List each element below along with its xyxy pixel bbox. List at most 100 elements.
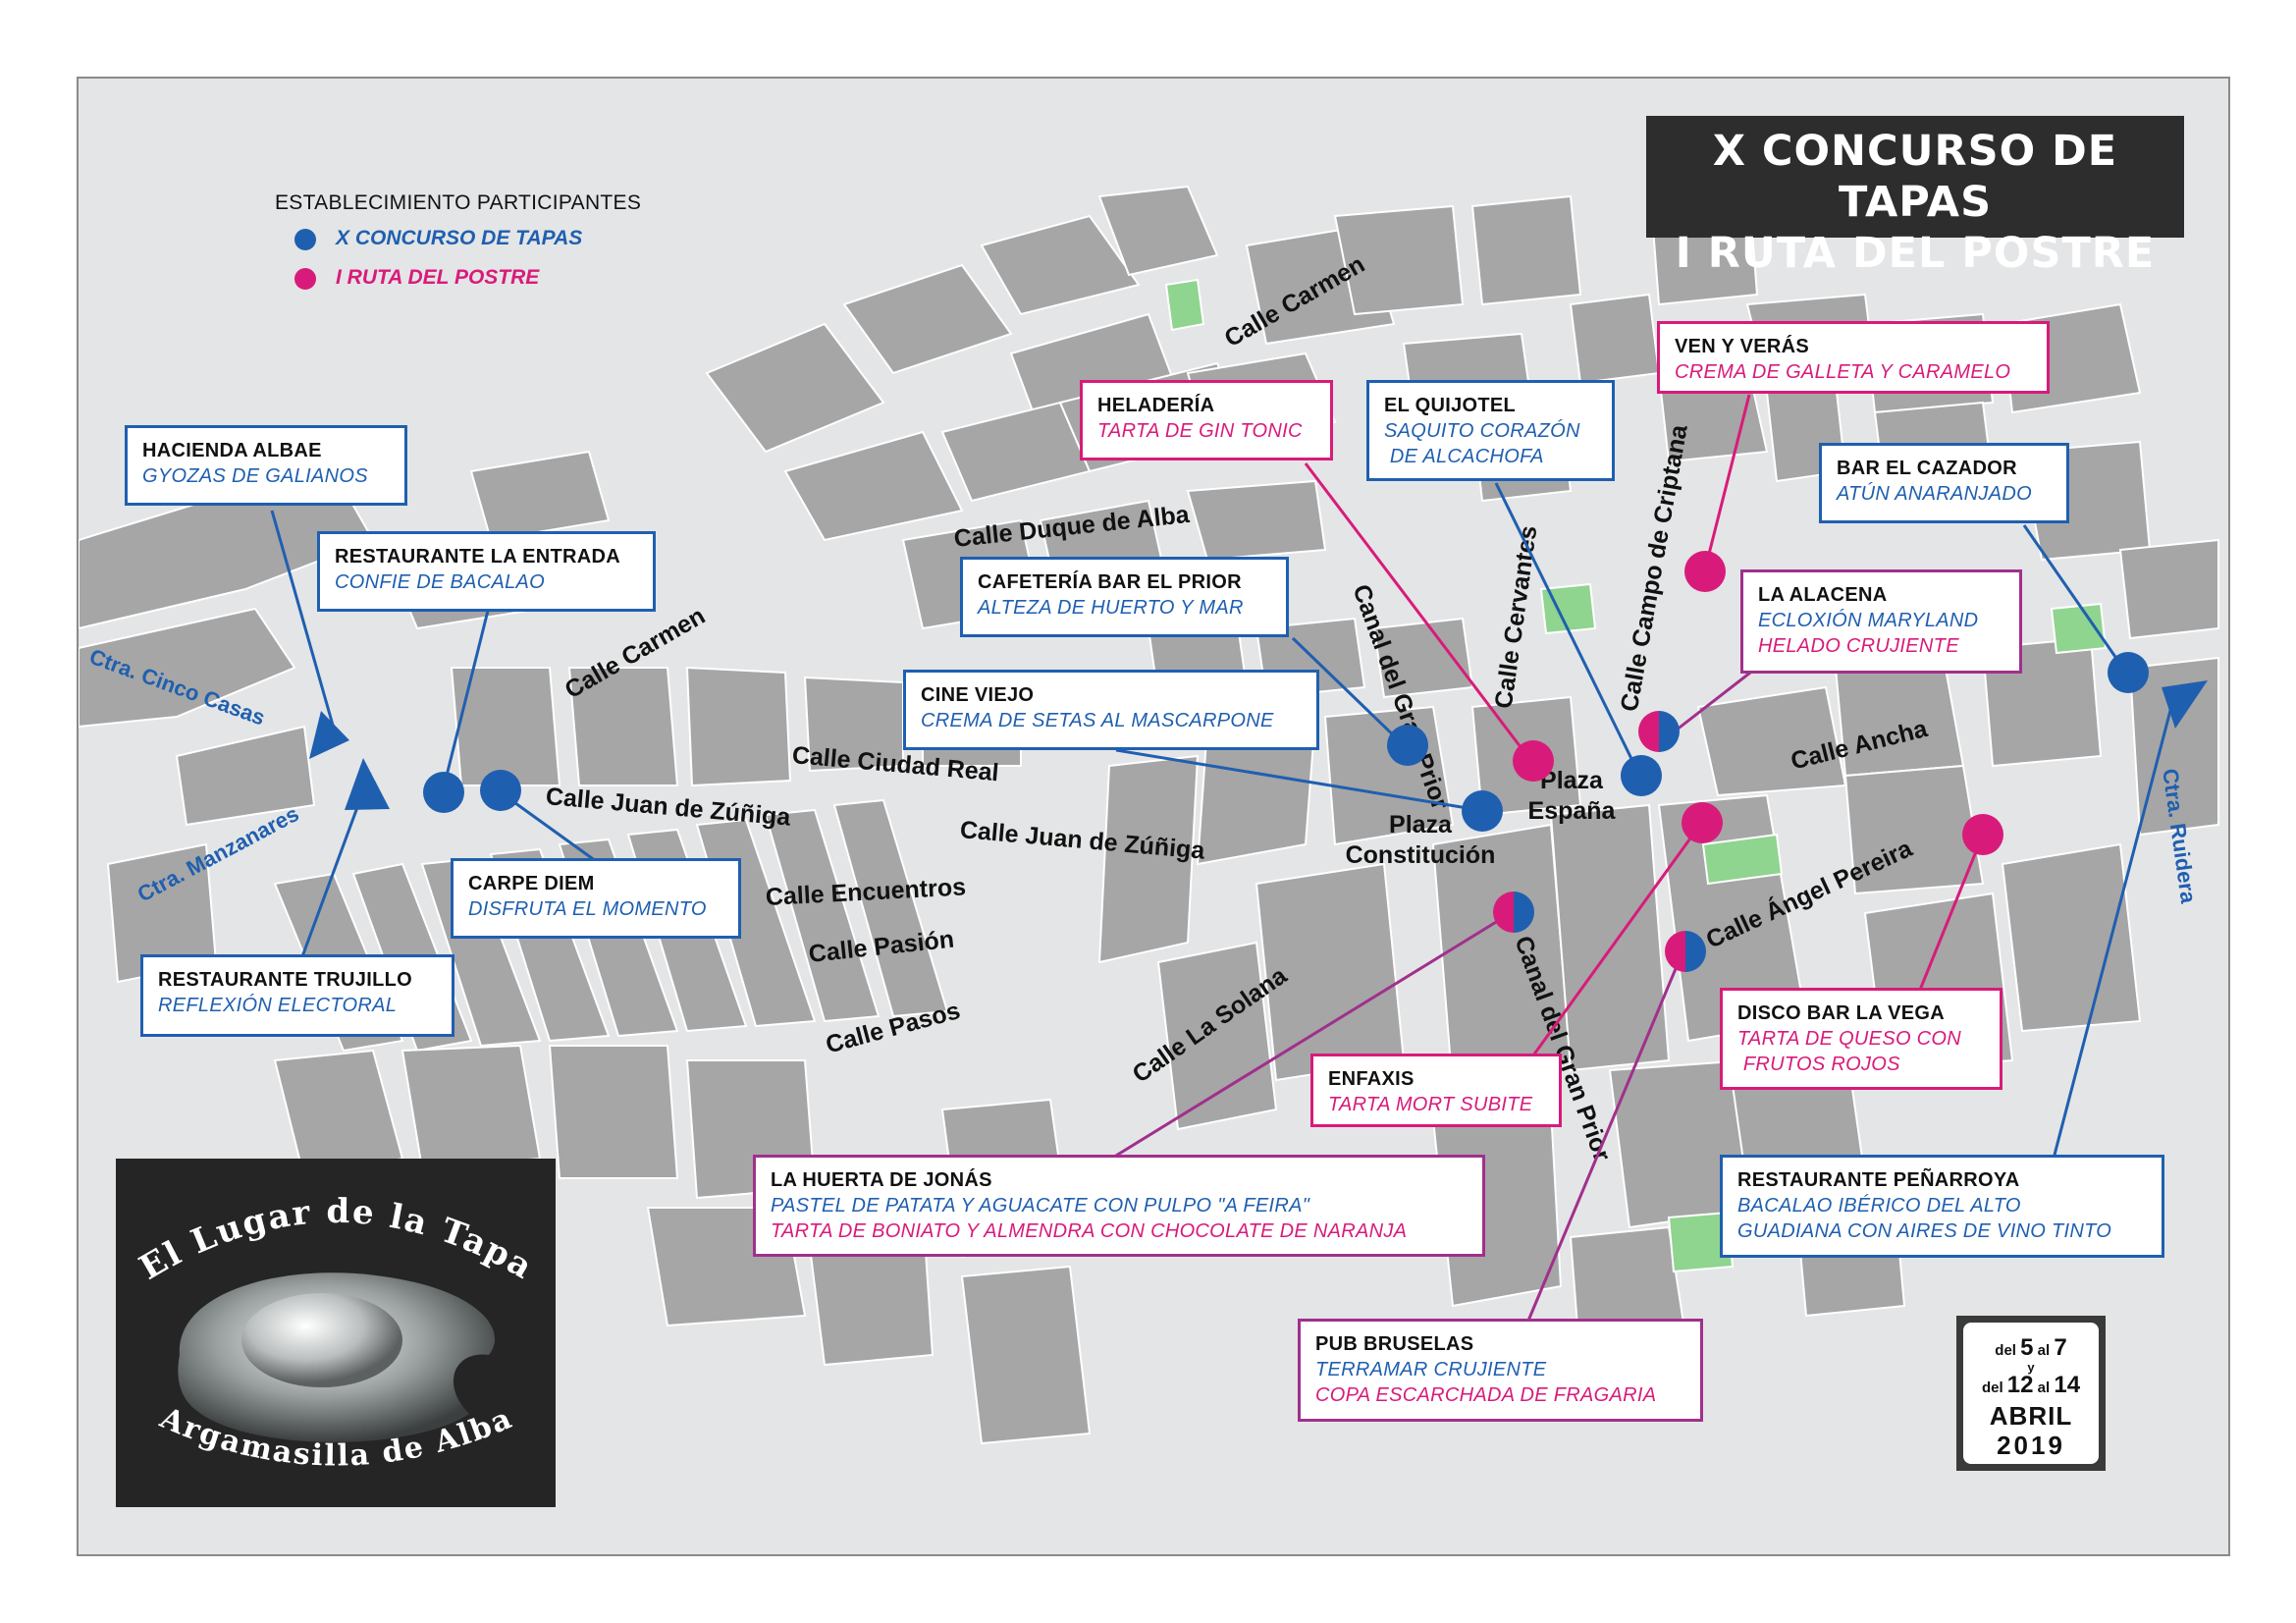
connector-huerta-de-jonas	[1110, 909, 1515, 1161]
legend-tapas-label: X CONCURSO DE TAPAS	[336, 227, 583, 249]
establishment-name: HACIENDA ALBAE	[142, 440, 322, 461]
date-start-2: 12	[2006, 1372, 2034, 1398]
establishment-bar-el-cazador[interactable]: BAR EL CAZADOR ATÚN ANARANJADO	[1819, 443, 2069, 523]
establishment-name: RESTAURANTE LA ENTRADA	[335, 546, 621, 568]
title-banner: X CONCURSO DE TAPAS I RUTA DEL POSTRE	[1646, 116, 2184, 278]
el-lugar-de-la-tapa-logo: El Lugar de la Tapa Argamasilla de Alba	[116, 1159, 556, 1507]
establishment-item: FRUTOS ROJOS	[1737, 1054, 1900, 1075]
date-y: y	[2027, 1360, 2035, 1375]
connector-el-quijotel	[1494, 482, 1641, 776]
connector-hacienda-albae	[270, 510, 336, 730]
establishment-item: SAQUITO CORAZÓN	[1384, 420, 1580, 442]
establishment-name: BAR EL CAZADOR	[1837, 458, 2017, 479]
legend: ESTABLECIMIENTO PARTICIPANTES X CONCURSO…	[275, 191, 641, 301]
date-del-2: del	[1981, 1380, 2003, 1396]
establishment-carpe-diem[interactable]: CARPE DIEM DISFRUTA EL MOMENTO	[451, 858, 741, 939]
establishment-item: ECLOXIÓN MARYLAND	[1758, 610, 1979, 631]
establishment-pub-bruselas[interactable]: PUB BRUSELAS TERRAMAR CRUJIENTE COPA ESC…	[1298, 1319, 1703, 1422]
marker-la-entrada[interactable]	[423, 772, 464, 813]
title-line-1: X CONCURSO DE TAPAS	[1712, 127, 2118, 227]
establishment-item: TERRAMAR CRUJIENTE	[1315, 1359, 1547, 1380]
establishment-name: DISCO BAR LA VEGA	[1737, 1002, 1946, 1024]
date-del-1: del	[1995, 1342, 2016, 1359]
marker-pub-bruselas[interactable]	[1665, 931, 1706, 972]
establishment-name: CAFETERÍA BAR EL PRIOR	[978, 571, 1242, 593]
markers-layer	[270, 394, 2208, 1322]
establishment-name: RESTAURANTE PEÑARROYA	[1737, 1169, 2020, 1191]
plaza-constitucion-label: Plaza Constitución	[1345, 811, 1496, 869]
establishment-item: GYOZAS DE GALIANOS	[142, 465, 368, 487]
establishment-item: DISFRUTA EL MOMENTO	[468, 898, 707, 920]
date-end-1: 7	[2054, 1334, 2067, 1361]
map-markers	[423, 551, 2149, 972]
connector-el-prior	[1291, 636, 1406, 747]
establishment-ven-y-veras[interactable]: VEN Y VERÁS CREMA DE GALLETA Y CARAMELO	[1657, 321, 2050, 394]
logo-artwork: El Lugar de la Tapa Argamasilla de Alba	[116, 1159, 556, 1507]
date-month: ABRIL	[1989, 1401, 2073, 1431]
establishment-penarroya[interactable]: RESTAURANTE PEÑARROYA BACALAO IBÉRICO DE…	[1720, 1155, 2164, 1258]
road-arrow-cinco-casas	[309, 711, 349, 759]
establishment-item: CONFIE DE BACALAO	[335, 571, 546, 593]
establishment-hacienda-albae[interactable]: HACIENDA ALBAE GYOZAS DE GALIANOS	[125, 425, 407, 506]
connector-penarroya	[2052, 698, 2175, 1160]
establishment-item: BACALAO IBÉRICO DEL ALTO	[1737, 1195, 2021, 1217]
connector-ven-y-veras	[1703, 394, 1751, 570]
establishment-item: TARTA MORT SUBITE	[1328, 1094, 1533, 1115]
marker-disco-bar-la-vega[interactable]	[1962, 814, 2003, 855]
parks	[1164, 278, 2108, 1273]
connector-cine-viejo	[1115, 748, 1480, 812]
establishment-item: TARTA DE QUESO CON	[1737, 1028, 1962, 1050]
establishment-enfaxis[interactable]: ENFAXIS TARTA MORT SUBITE	[1310, 1054, 1562, 1127]
establishment-item: ALTEZA DE HUERTO Y MAR	[978, 597, 1244, 619]
establishment-heladeria[interactable]: HELADERÍA TARTA DE GIN TONIC	[1080, 380, 1333, 460]
establishment-trujillo[interactable]: RESTAURANTE TRUJILLO REFLEXIÓN ELECTORAL	[140, 954, 454, 1037]
establishment-el-quijotel[interactable]: EL QUIJOTEL SAQUITO CORAZÓN DE ALCACHOFA	[1366, 380, 1615, 481]
connector-enfaxis	[1531, 824, 1702, 1056]
establishment-item: TARTA DE GIN TONIC	[1097, 420, 1303, 442]
connector-heladeria	[1304, 462, 1532, 761]
establishment-name: PUB BRUSELAS	[1315, 1333, 1474, 1355]
establishment-la-alacena[interactable]: LA ALACENA ECLOXIÓN MARYLAND HELADO CRUJ…	[1740, 569, 2022, 674]
marker-el-quijotel[interactable]	[1621, 755, 1662, 796]
establishment-name: LA ALACENA	[1758, 584, 1888, 606]
legend-heading: ESTABLECIMIENTO PARTICIPANTES	[275, 191, 642, 214]
marker-bar-el-cazador[interactable]	[2108, 652, 2149, 693]
marker-la-alacena[interactable]	[1638, 711, 1680, 752]
establishment-name: CINE VIEJO	[921, 684, 1035, 706]
date-al-1: al	[2037, 1342, 2051, 1359]
date-line-1: del 5 al 7	[1963, 1336, 2099, 1363]
establishment-huerta-de-jonas[interactable]: LA HUERTA DE JONÁS PASTEL DE PATATA Y AG…	[753, 1155, 1485, 1257]
establishment-item: GUADIANA CON AIRES DE VINO TINTO	[1737, 1220, 2112, 1242]
marker-ven-y-veras[interactable]	[1684, 551, 1726, 592]
establishment-item: TARTA DE BONIATO Y ALMENDRA CON CHOCOLAT…	[771, 1220, 1408, 1242]
establishment-item: CREMA DE SETAS AL MASCARPONE	[921, 710, 1274, 731]
plaza-espana-label: Plaza España	[1527, 767, 1616, 825]
connector-disco-bar-la-vega	[1914, 834, 1985, 1001]
marker-huerta-de-jonas[interactable]	[1493, 892, 1534, 933]
establishment-item: HELADO CRUJIENTE	[1758, 635, 1959, 657]
legend-postre-dot-icon	[294, 268, 316, 290]
legend-row-postre: I RUTA DEL POSTRE	[275, 262, 641, 301]
establishment-name: EL QUIJOTEL	[1384, 395, 1517, 416]
marker-el-prior[interactable]	[1387, 725, 1428, 766]
marker-carpe-diem[interactable]	[480, 770, 521, 811]
road-arrow-manzanares	[345, 758, 390, 810]
date-end-2: 14	[2054, 1372, 2081, 1398]
establishment-disco-bar-la-vega[interactable]: DISCO BAR LA VEGA TARTA DE QUESO CON FRU…	[1720, 988, 2002, 1090]
date-start-1: 5	[2020, 1334, 2034, 1361]
establishment-la-entrada[interactable]: RESTAURANTE LA ENTRADA CONFIE DE BACALAO	[317, 531, 656, 612]
establishment-cine-viejo[interactable]: CINE VIEJO CREMA DE SETAS AL MASCARPONE	[903, 670, 1319, 750]
establishment-item: PASTEL DE PATATA Y AGUACATE CON PULPO "A…	[771, 1195, 1310, 1217]
marker-enfaxis[interactable]	[1682, 802, 1723, 843]
establishment-name: ENFAXIS	[1328, 1068, 1415, 1090]
connector-la-entrada	[442, 610, 490, 788]
establishment-item: ATÚN ANARANJADO	[1837, 483, 2032, 505]
road-arrow-ruidera	[2162, 680, 2208, 729]
marker-heladeria[interactable]	[1513, 740, 1554, 782]
date-line-2: del 12 al 14	[1963, 1373, 2099, 1401]
connector-carpe-diem	[504, 793, 597, 863]
establishment-name: HELADERÍA	[1097, 395, 1215, 416]
marker-cine-viejo[interactable]	[1462, 790, 1503, 832]
establishment-el-prior[interactable]: CAFETERÍA BAR EL PRIOR ALTEZA DE HUERTO …	[960, 557, 1289, 637]
establishment-name: RESTAURANTE TRUJILLO	[158, 969, 412, 991]
